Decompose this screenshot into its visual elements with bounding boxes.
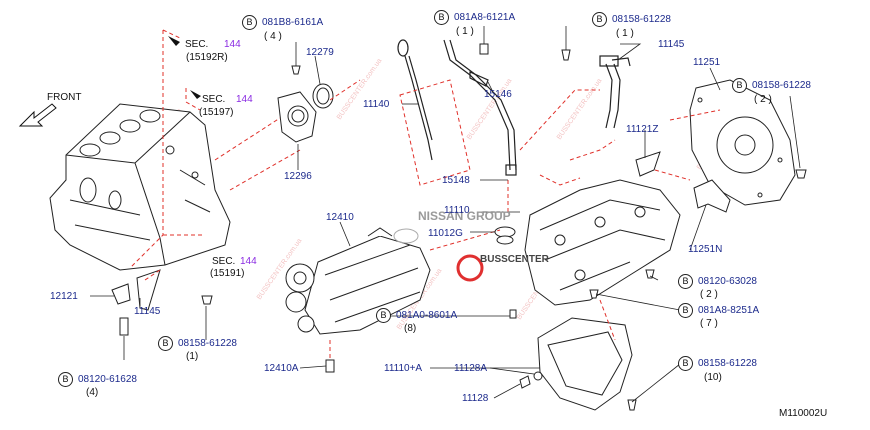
bolt-qty-6: ( 7 ): [700, 318, 718, 329]
bolt-qty-2: ( 1 ): [456, 26, 474, 37]
bolt-code-6[interactable]: 081A8-8251A: [698, 305, 760, 316]
bolt-marker-8: B: [376, 308, 391, 323]
leader-lines: [90, 26, 801, 403]
diagram-code: M110002U: [779, 408, 828, 419]
nissan-group-watermark: NISSAN GROUP: [418, 209, 511, 223]
bolt-code-4[interactable]: 08158-61228: [752, 80, 811, 91]
svg-text:BUSSCENTER.com.ua: BUSSCENTER.com.ua: [556, 77, 604, 141]
bracket-12121: [111, 283, 131, 305]
bolt-code-2[interactable]: 081A8-6121A: [454, 12, 516, 23]
dipstick-tube-15146: [443, 39, 517, 176]
part-15146[interactable]: 15146: [484, 89, 512, 100]
tube-11145: [599, 55, 631, 129]
reference-dashes: [129, 29, 721, 358]
bolt-marker-4: B: [732, 78, 747, 93]
rear-plate-11251: [689, 79, 796, 206]
sec-3-prefix: SEC.: [212, 256, 236, 267]
bolt-qty-4: ( 2 ): [754, 94, 772, 105]
sec-1-num[interactable]: 144: [224, 39, 241, 50]
oil-pump-12410: [285, 227, 431, 335]
bolt-marker-6: B: [678, 303, 693, 318]
part-15148[interactable]: 15148: [442, 175, 470, 186]
front-arrow-icon: [18, 103, 57, 127]
part-12121[interactable]: 12121: [50, 291, 78, 302]
part-11251[interactable]: 11251: [693, 57, 721, 68]
part-11145-upper[interactable]: 11145: [658, 39, 685, 50]
bolt-marker-3: B: [592, 12, 607, 27]
sec-3-ref: (15191): [210, 268, 245, 279]
baffle-11121Z: [635, 151, 661, 177]
bolt-code-1[interactable]: 081B8-6161A: [262, 17, 324, 28]
bolt-marker-7: B: [678, 356, 693, 371]
upper-oil-pan-11110: [524, 179, 681, 306]
part-11128[interactable]: 11128: [462, 393, 489, 404]
lower-oil-pan: [537, 317, 633, 411]
bracket-11145-lower: [136, 269, 161, 311]
bolt-qty-1: ( 4 ): [264, 31, 282, 42]
sec-2-prefix: SEC.: [202, 94, 226, 105]
part-11110A[interactable]: 11110+A: [384, 363, 423, 374]
dipstick-11140: [397, 39, 433, 161]
part-12296[interactable]: 12296: [284, 171, 312, 182]
part-12279[interactable]: 12279: [306, 47, 334, 58]
sec-1-prefix: SEC.: [185, 39, 209, 50]
bolt-08120-61628: [119, 317, 129, 336]
sec-2-num[interactable]: 144: [236, 94, 253, 105]
bolt-qty-8: (8): [404, 323, 417, 334]
part-11012G[interactable]: 11012G: [428, 228, 463, 239]
bolt-qty-5: ( 2 ): [700, 289, 718, 300]
bolt-qty-9: (1): [186, 351, 199, 362]
sec-2-ref: (15197): [199, 107, 234, 118]
cover-11251N: [693, 179, 731, 213]
part-11145-lower[interactable]: 11145: [134, 306, 161, 317]
bolt-qty-10: (4): [86, 387, 99, 398]
part-11140[interactable]: 11140: [363, 99, 390, 110]
bolt-code-10[interactable]: 08120-61628: [78, 374, 137, 385]
bolt-code-7[interactable]: 08158-61228: [698, 358, 757, 369]
bolt-code-5[interactable]: 08120-63028: [698, 276, 757, 287]
part-11110[interactable]: 11110: [444, 205, 470, 216]
bolt-marker-2: B: [434, 10, 449, 25]
bolt-marker-1: B: [242, 15, 257, 30]
bolt-08158-61228-a: [201, 295, 213, 305]
part-12410[interactable]: 12410: [326, 212, 354, 223]
busscenter-watermark: BUSSCENTER: [480, 254, 550, 265]
cylinder-block: [49, 103, 231, 271]
svg-text:BUSSCENTER.com.ua: BUSSCENTER.com.ua: [466, 77, 514, 141]
part-12410A[interactable]: 12410A: [264, 363, 299, 374]
svg-text:BUSSCENTER.com.ua: BUSSCENTER.com.ua: [336, 57, 384, 121]
bolt-qty-7: (10): [704, 372, 722, 383]
part-11128A[interactable]: 11128A: [454, 363, 487, 374]
part-11121Z[interactable]: 11121Z: [626, 124, 659, 135]
bolt-code-3[interactable]: 08158-61228: [612, 14, 671, 25]
bolt-qty-3: ( 1 ): [616, 28, 634, 39]
bolt-code-8[interactable]: 081A0-8601A: [396, 310, 458, 321]
bolt-code-9[interactable]: 08158-61228: [178, 338, 237, 349]
front-label: FRONT: [47, 92, 82, 103]
part-11251N[interactable]: 11251N: [688, 244, 723, 255]
bolt-marker-5: B: [678, 274, 693, 289]
sec-3-num[interactable]: 144: [240, 256, 257, 267]
sec-1-ref: (15192R): [186, 52, 228, 63]
bolt-marker-10: B: [58, 372, 73, 387]
bolt-marker-9: B: [158, 336, 173, 351]
